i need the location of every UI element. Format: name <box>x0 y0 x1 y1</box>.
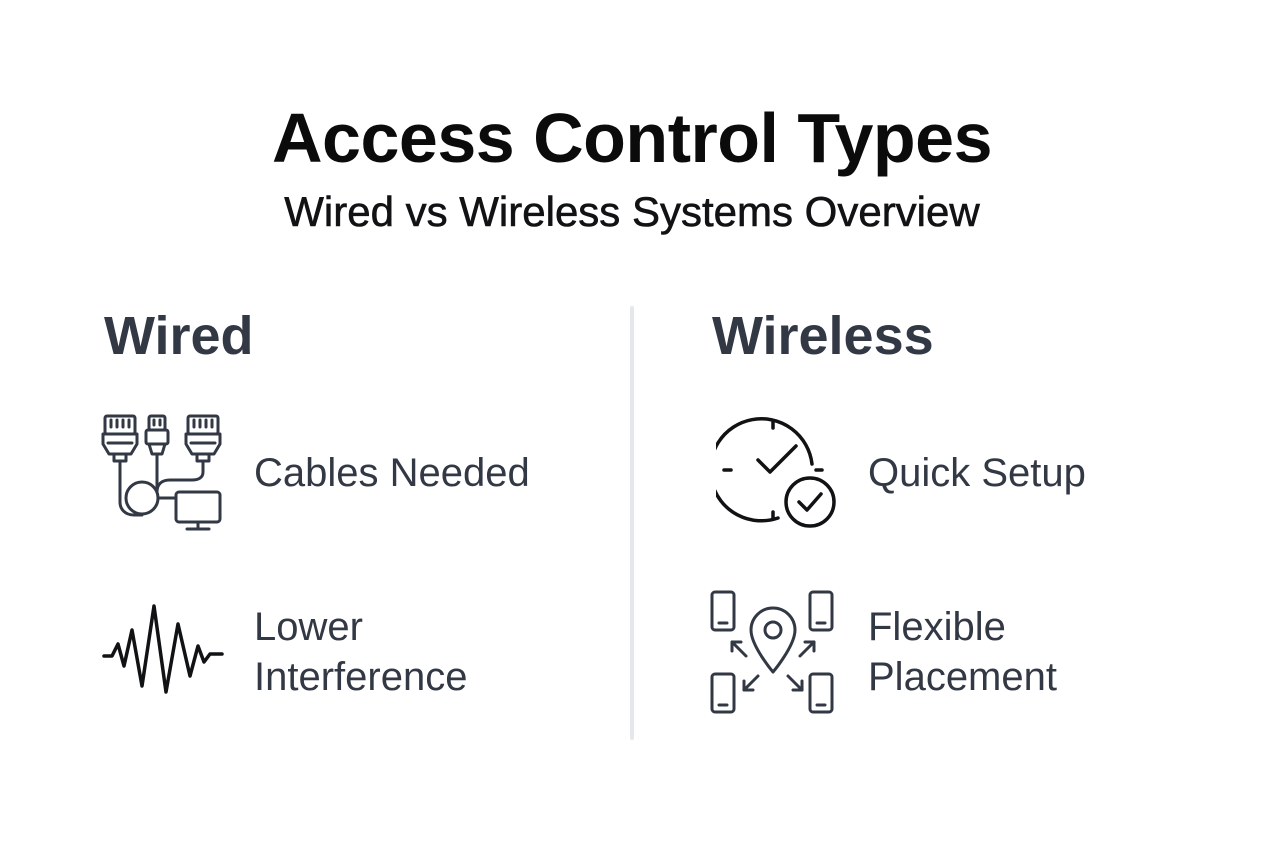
ethernet-cables-icon <box>101 414 222 531</box>
wireless-heading: Wireless <box>712 306 934 366</box>
flexible-placement-label: Flexible Placement <box>868 602 1057 702</box>
signal-waveform-icon <box>102 604 224 694</box>
label-line: Cables Needed <box>254 451 530 495</box>
lower-interference-label: Lower Interference <box>254 602 467 702</box>
column-divider <box>630 306 634 740</box>
clock-check-icon <box>716 417 836 528</box>
page-subtitle: Wired vs Wireless Systems Overview <box>284 188 980 236</box>
label-line: Lower <box>254 605 363 649</box>
wired-heading: Wired <box>104 306 254 366</box>
label-line: Placement <box>868 655 1057 699</box>
page-title: Access Control Types <box>271 99 993 177</box>
label-line: Flexible <box>868 605 1006 649</box>
label-line: Quick Setup <box>868 451 1086 495</box>
quick-setup-label: Quick Setup <box>868 448 1086 498</box>
label-line: Interference <box>254 655 468 699</box>
cables-needed-label: Cables Needed <box>254 448 530 498</box>
location-devices-icon <box>710 590 834 714</box>
